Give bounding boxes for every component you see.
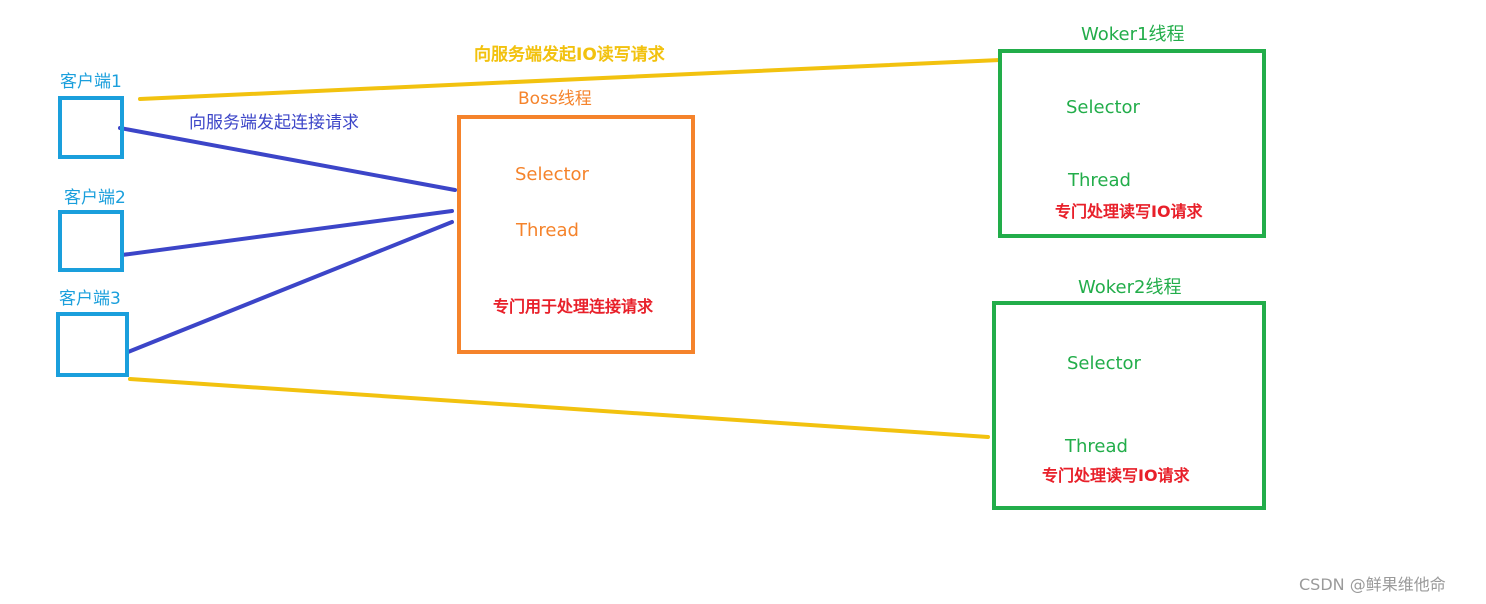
io-request-label: 向服务端发起IO读写请求 bbox=[474, 45, 665, 65]
client1-box bbox=[58, 96, 124, 159]
worker2-title: Woker2线程 bbox=[1078, 277, 1182, 298]
worker1-selector-label: Selector bbox=[1066, 97, 1140, 118]
boss-thread-label: Thread bbox=[516, 220, 579, 241]
client2-label: 客户端2 bbox=[64, 188, 126, 208]
connect-line-client3 bbox=[126, 220, 454, 354]
worker2-box bbox=[992, 301, 1266, 510]
client3-label: 客户端3 bbox=[59, 289, 121, 309]
io-line-client3-worker2 bbox=[128, 377, 990, 439]
boss-box bbox=[457, 115, 695, 354]
client1-label: 客户端1 bbox=[60, 72, 122, 92]
worker2-thread-label: Thread bbox=[1065, 436, 1128, 457]
connect-line-client1 bbox=[118, 126, 457, 192]
connect-request-label: 向服务端发起连接请求 bbox=[189, 113, 359, 133]
client2-box bbox=[58, 210, 124, 272]
boss-selector-label: Selector bbox=[515, 164, 589, 185]
boss-note: 专门用于处理连接请求 bbox=[493, 297, 654, 316]
connect-line-client2 bbox=[120, 209, 454, 257]
worker1-title: Woker1线程 bbox=[1081, 24, 1185, 45]
worker1-thread-label: Thread bbox=[1068, 170, 1131, 191]
worker1-note: 专门处理读写IO请求 bbox=[1055, 202, 1203, 221]
boss-title: Boss线程 bbox=[518, 89, 592, 109]
worker2-selector-label: Selector bbox=[1067, 353, 1141, 374]
worker1-box bbox=[998, 49, 1266, 238]
watermark: CSDN @鲜果维他命 bbox=[1299, 575, 1446, 594]
worker2-note: 专门处理读写IO请求 bbox=[1042, 466, 1190, 485]
client3-box bbox=[56, 312, 129, 377]
io-line-client1-worker1 bbox=[138, 58, 1002, 101]
